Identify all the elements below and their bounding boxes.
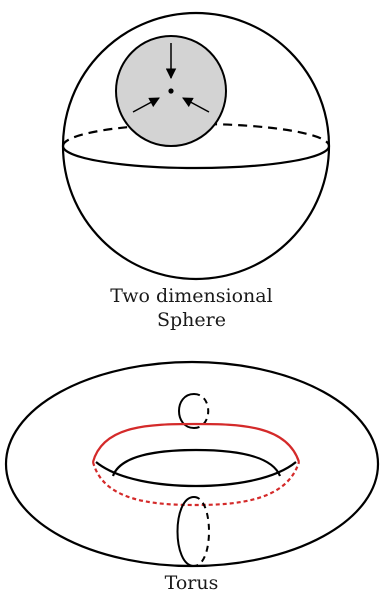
torus-outer-outline [4,360,380,568]
disk-center-point [168,88,174,94]
torus-loop-back [91,461,301,507]
torus-meridian-bottom-front [176,496,195,567]
torus-hole-upper-edge [111,448,282,477]
torus-hole-lower-edge [95,461,297,488]
sphere-equator-front [61,145,331,170]
sphere-caption-line1: Two dimensional [110,285,273,307]
sphere-caption: Two dimensional Sphere [0,284,383,332]
torus-meridian-top-back [193,393,210,429]
disk-arrow-left [132,97,160,113]
sphere-diagram [61,11,331,281]
torus-meridian-top-front [178,393,195,429]
sphere-caption-line2: Sphere [157,309,226,331]
torus-diagram [4,360,380,568]
disk-arrow-right [182,97,210,113]
torus-loop-front [91,422,301,463]
torus-meridian-bottom-back [193,496,210,567]
torus-caption: Torus [164,572,219,594]
